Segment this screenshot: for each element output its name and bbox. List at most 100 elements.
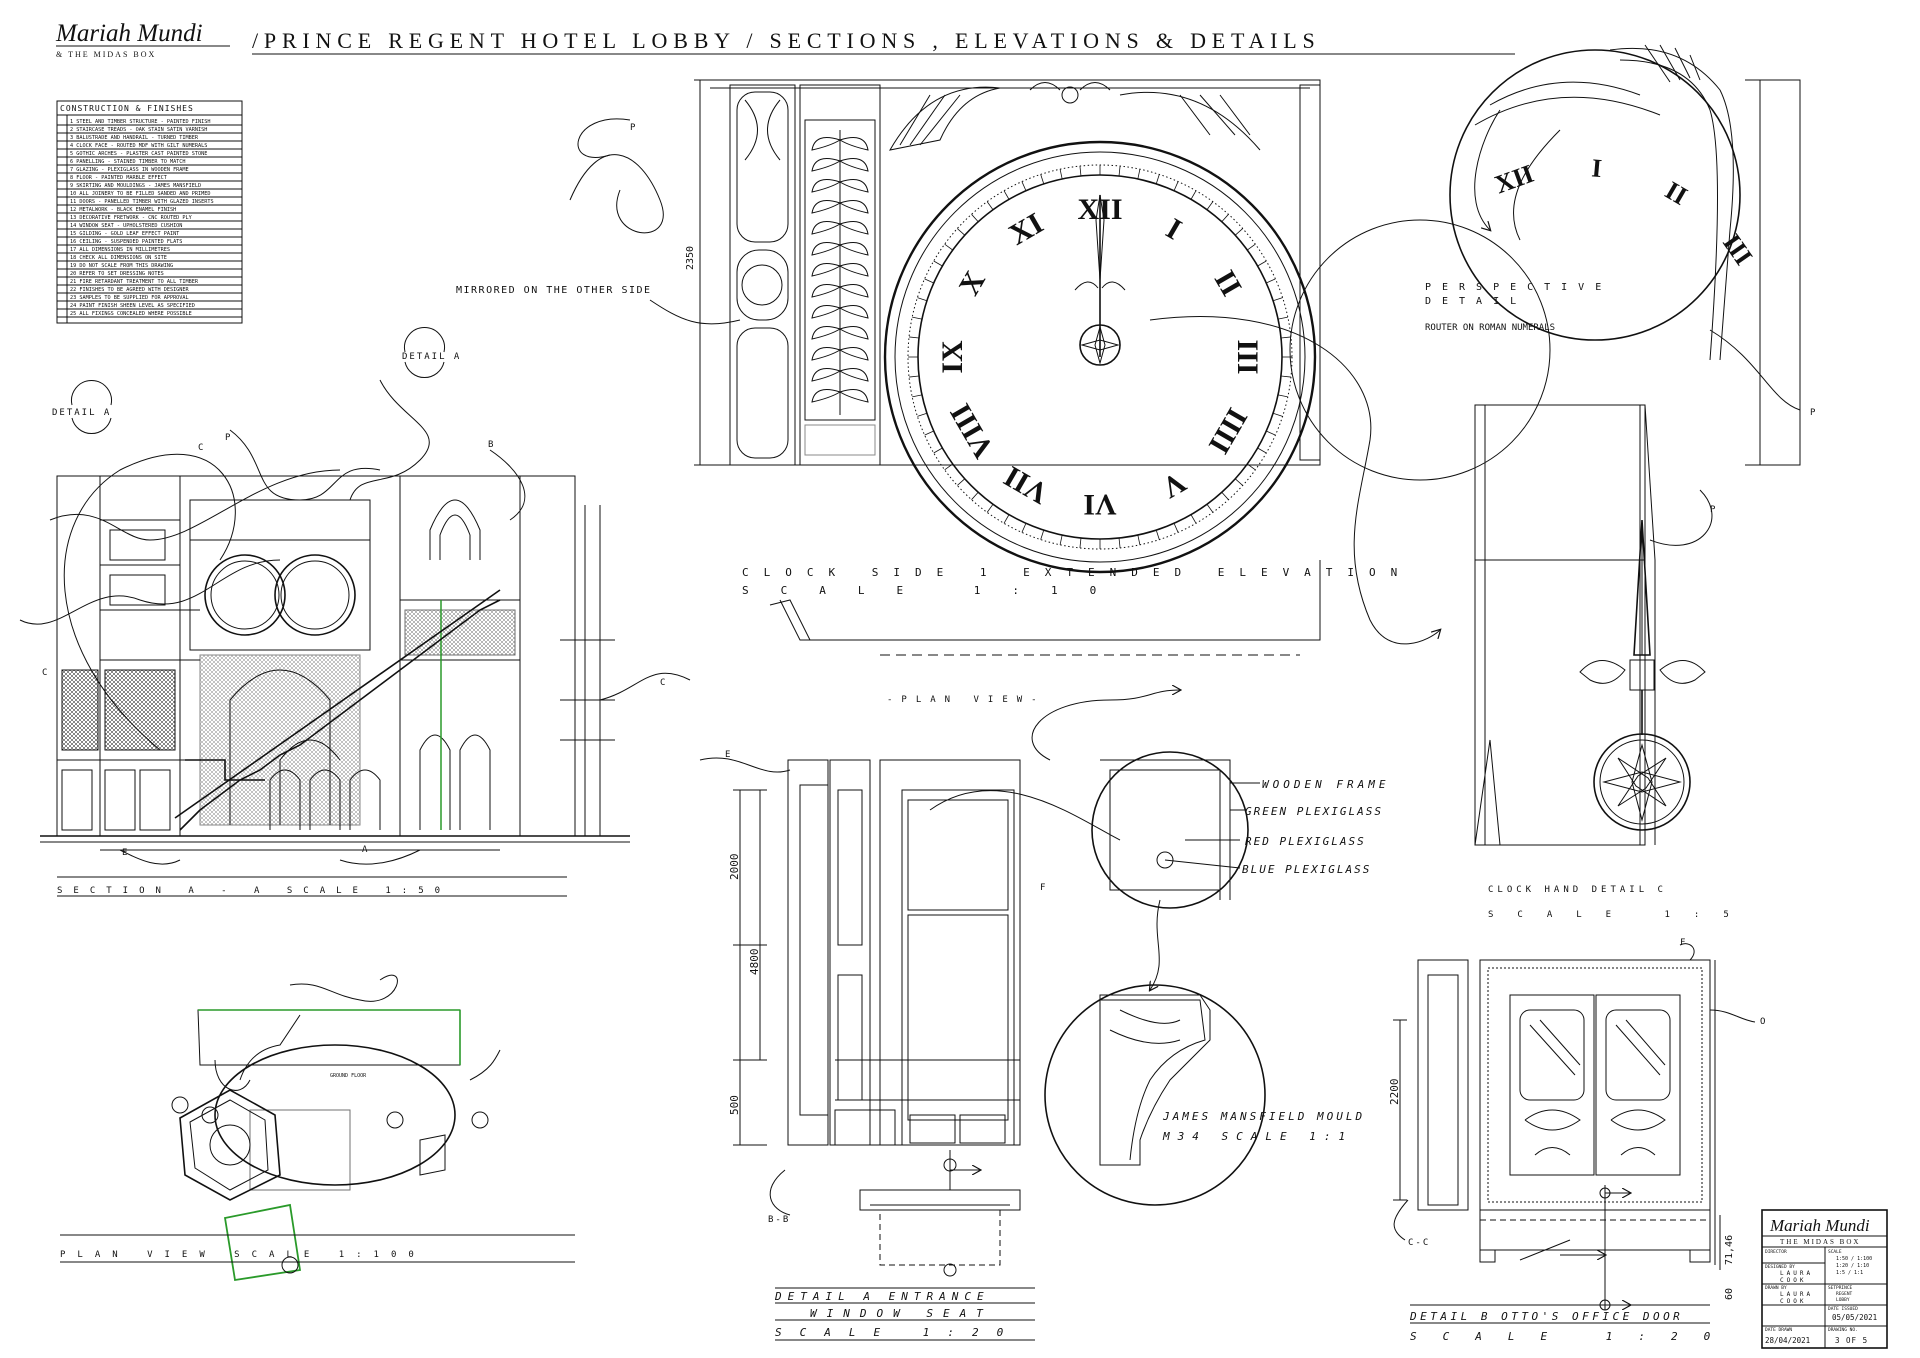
notes-line: 21 FIRE RETARDANT TREATMENT TO ALL TIMBE…	[70, 279, 199, 285]
plan-view-title: PLAN VIEW SCALE 1:100	[60, 1250, 426, 1260]
svg-text:3 OF 5: 3 OF 5	[1835, 1336, 1868, 1345]
notes-line: 15 GILDING - GOLD LEAF EFFECT PAINT	[70, 231, 179, 237]
notes-title: CONSTRUCTION & FINISHES	[60, 104, 194, 113]
notes-line: 9 SKIRTING AND MOULDINGS - JAMES MANSFIE…	[70, 183, 201, 189]
svg-text:P: P	[630, 123, 636, 133]
svg-text:DIRECTOR: DIRECTOR	[1765, 1249, 1787, 1255]
notes-line: 5 GOTHIC ARCHES - PLASTER CAST PAINTED S…	[70, 151, 207, 157]
svg-text:COOK: COOK	[1780, 1277, 1806, 1284]
title-block: Mariah Mundi THE MIDAS BOX DIRECTOR SCAL…	[1761, 1209, 1888, 1349]
svg-text:F: F	[1680, 938, 1685, 948]
svg-text:LAURA: LAURA	[1780, 1291, 1813, 1298]
svg-text:B-B: B-B	[768, 1215, 790, 1225]
palmette-ornament	[811, 130, 869, 415]
svg-text:C: C	[660, 678, 665, 688]
clock-hand-scale: SCALE 1:5	[1488, 910, 1753, 920]
red-plexi-label: RED PLEXIGLASS	[1245, 835, 1366, 848]
perspective-numeral: I	[1590, 153, 1603, 183]
svg-text:DESIGNED BY: DESIGNED BY	[1765, 1264, 1795, 1270]
clock-hand-detail: P CLOCK HAND DETAIL C SCALE 1:5	[1474, 404, 1753, 920]
svg-text:F: F	[1040, 883, 1045, 893]
clock-elev-title: CLOCK SIDE 1 EXTENDED ELEVATION	[742, 566, 1412, 579]
clock-numeral: X	[952, 265, 992, 301]
detail-a-marker-2: DETAIL A	[52, 380, 112, 434]
tb-logo-subtitle: THE MIDAS BOX	[1780, 1238, 1860, 1246]
svg-text:DRAWN BY: DRAWN BY	[1765, 1285, 1787, 1291]
notes-line: 11 DOORS - PANELLED TIMBER WITH GLAZED I…	[70, 199, 214, 205]
svg-text:P: P	[225, 433, 231, 443]
detail-otto-scale: SCALE 1:20	[1410, 1330, 1736, 1343]
svg-text:DRAWING NO.: DRAWING NO.	[1828, 1327, 1858, 1333]
detail-a-marker-1: DETAIL A	[402, 327, 459, 378]
dim-60: 60	[1724, 1288, 1735, 1300]
svg-text:P: P	[1710, 505, 1716, 515]
perspective-label-1: PERSPECTIVE	[1425, 282, 1612, 293]
notes-line: 23 SAMPLES TO BE SUPPLIED FOR APPROVAL	[70, 295, 189, 301]
notes-line: 19 DO NOT SCALE FROM THIS DRAWING	[70, 263, 173, 269]
svg-text:28/04/2021: 28/04/2021	[1765, 1336, 1810, 1345]
svg-text:SCALE: SCALE	[1828, 1249, 1842, 1255]
dim-2350: 2350	[685, 246, 696, 270]
notes-line: 14 WINDOW SEAT - UPHOLSTERED CUSHION	[70, 223, 182, 229]
notes-line: 22 FINISHES TO BE AGREED WITH DESIGNER	[70, 287, 190, 293]
section-a-a-drawing: C C P C B E A SECTION A - A SCALE 1:50	[19, 379, 691, 897]
svg-text:E: E	[122, 848, 127, 858]
notes-line: 6 PANELLING - STAINED TIMBER TO MATCH	[70, 159, 186, 165]
clock-numeral: I	[1160, 212, 1187, 246]
notes-line: 13 DECORATIVE FRETWORK - CNC ROUTED PLY	[70, 215, 193, 221]
clock-elev-scale: SCALE 1:10	[742, 584, 1128, 597]
mould-detail: JAMES MANSFIELD MOULD M34 SCALE 1:1	[1044, 984, 1365, 1206]
svg-text:05/05/2021: 05/05/2021	[1832, 1313, 1877, 1322]
plexiglass-detail: WOODEN FRAME GREEN PLEXIGLASS RED PLEXIG…	[1031, 690, 1389, 990]
mould-label-1: JAMES MANSFIELD MOULD	[1162, 1110, 1365, 1123]
svg-text:E: E	[725, 750, 730, 760]
notes-line: 24 PAINT FINISH SHEEN LEVEL AS SPECIFIED	[70, 303, 195, 309]
notes-line: 17 ALL DIMENSIONS IN MILLIMETRES	[70, 247, 170, 253]
notes-line: 3 BALUSTRADE AND HANDRAIL - TURNED TIMBE…	[70, 135, 199, 141]
svg-text:DETAIL A: DETAIL A	[52, 408, 111, 418]
clock-numeral: II	[1208, 265, 1248, 302]
notes-line: 25 ALL FIXINGS CONCEALED WHERE POSSIBLE	[70, 311, 192, 317]
green-plexi-label: GREEN PLEXIGLASS	[1245, 805, 1383, 818]
mirrored-note: MIRRORED ON THE OTHER SIDE	[456, 285, 652, 296]
detail-entrance-title-3: SCALE 1:20	[775, 1326, 1021, 1339]
sheet-title: /PRINCE REGENT HOTEL LOBBY / SECTIONS , …	[252, 28, 1321, 53]
router-note: ROUTER ON ROMAN NUMERALS	[1425, 323, 1555, 333]
clock-numeral: VII	[998, 459, 1053, 510]
svg-text:P: P	[1810, 408, 1816, 418]
plan-view-label: -PLAN VIEW-	[887, 695, 1046, 705]
section-title: SECTION A - A SCALE 1:50	[57, 886, 451, 896]
notes-line: 20 REFER TO SET DRESSING NOTES	[70, 271, 164, 277]
svg-text:PRINCE: PRINCE	[1836, 1285, 1853, 1291]
dim-7146: 71,46	[1724, 1235, 1735, 1265]
header: Mariah Mundi & THE MIDAS BOX /PRINCE REG…	[55, 20, 1515, 59]
notes-line: 2 STAIRCASE TREADS - OAK STAIN SATIN VAR…	[70, 127, 207, 133]
blue-plexi-label: BLUE PLEXIGLASS	[1242, 863, 1371, 876]
dim-500: 500	[728, 1095, 741, 1115]
svg-text:A: A	[362, 845, 368, 855]
svg-text:DATE DRAWN: DATE DRAWN	[1765, 1327, 1792, 1333]
svg-text:1:5 / 1:1: 1:5 / 1:1	[1836, 1270, 1863, 1276]
dim-4800: 4800	[748, 949, 761, 976]
office-door-detail: 71,46 60 2200 F O C-C DETAIL B OTTO'S OF…	[1388, 938, 1765, 1343]
svg-text:LAURA: LAURA	[1780, 1270, 1813, 1277]
tb-logo: Mariah Mundi	[1769, 1216, 1870, 1235]
wooden-frame-label: WOODEN FRAME	[1262, 778, 1389, 791]
dim-2000: 2000	[728, 854, 741, 881]
clock-numeral: IX	[936, 340, 969, 374]
svg-text:B: B	[488, 440, 493, 450]
svg-text:REGENT: REGENT	[1836, 1291, 1853, 1297]
svg-text:GROUND FLOOR: GROUND FLOOR	[330, 1073, 367, 1079]
svg-text:O: O	[1760, 1017, 1765, 1027]
svg-text:C-C: C-C	[1408, 1238, 1430, 1248]
detail-entrance-title-1: DETAIL A ENTRANCE	[774, 1290, 990, 1303]
notes-line: 8 FLOOR - PAINTED MARBLE EFFECT	[70, 175, 167, 181]
svg-text:SET: SET	[1828, 1285, 1836, 1291]
clock-numeral: VIII	[944, 398, 1001, 464]
construction-notes: CONSTRUCTION & FINISHES 1 STEEL AND TIMB…	[56, 100, 243, 324]
notes-line: 7 GLAZING - PLEXIGLASS IN WOODEN FRAME	[70, 167, 189, 173]
